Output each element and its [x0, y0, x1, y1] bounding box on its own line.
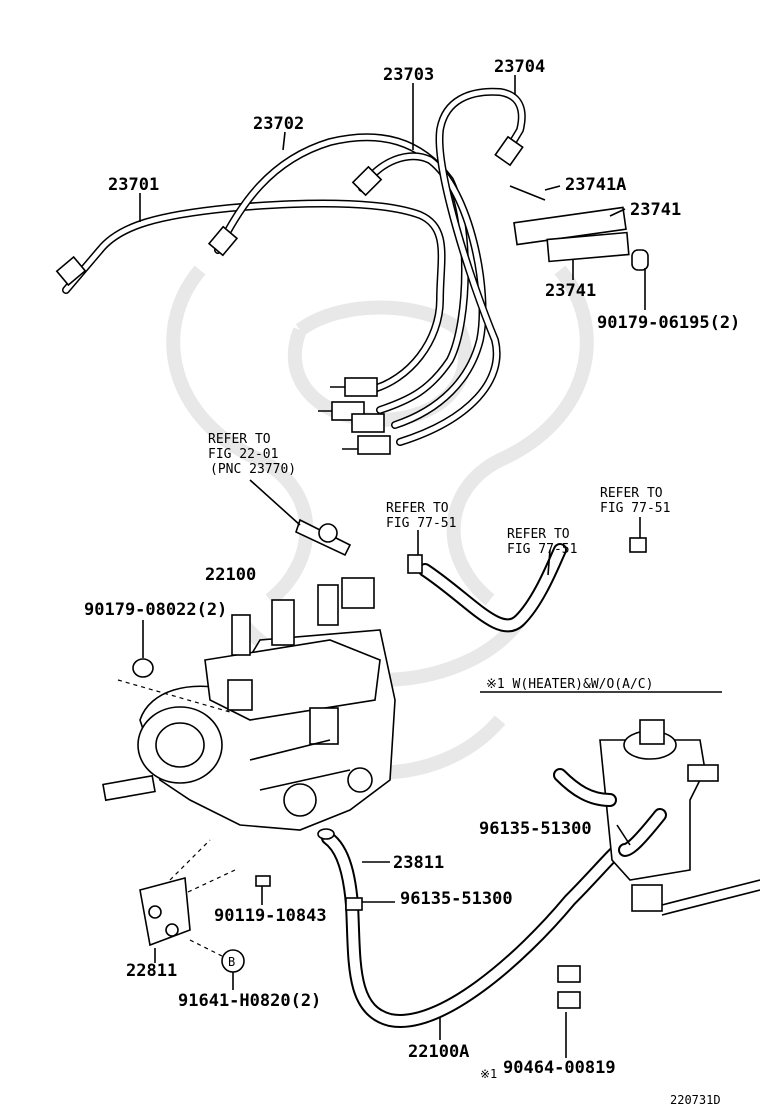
- label-23701: 23701: [108, 175, 159, 195]
- b-marker-label: B: [228, 955, 235, 969]
- label-90179-08022: 90179-08022(2): [84, 600, 227, 620]
- injection-pipes: [55, 87, 526, 455]
- ref3-line2: FIG 77-51: [507, 542, 577, 557]
- label-23702: 23702: [253, 114, 304, 134]
- figure-id: 220731D: [670, 1093, 721, 1107]
- ref4-line1: REFER TO: [600, 486, 663, 501]
- label-90179-06195: 90179-06195(2): [597, 313, 740, 333]
- ref2-line1: REFER TO: [386, 501, 449, 516]
- hose-clip-right: [629, 537, 647, 553]
- fuel-heater-assembly: [553, 719, 760, 916]
- label-96135-51300-b: 96135-51300: [400, 889, 513, 909]
- ref1-line2: FIG 22-01: [208, 447, 278, 462]
- ref1-line1: REFER TO: [208, 432, 271, 447]
- heater-hose: [317, 828, 632, 1040]
- label-23741-top: 23741: [630, 200, 681, 220]
- injection-pump: [102, 518, 396, 831]
- nut-90179-08022: [117, 620, 231, 713]
- hose-clip-left: [407, 554, 423, 574]
- label-23703: 23703: [383, 65, 434, 85]
- label-22811: 22811: [126, 961, 177, 981]
- label-23741a: 23741A: [565, 175, 626, 195]
- label-23811: 23811: [393, 853, 444, 873]
- label-22100a: 22100A: [408, 1042, 469, 1062]
- ref-mark: ※1: [480, 1067, 497, 1081]
- label-90464-00819: 90464-00819: [503, 1058, 616, 1078]
- ref4-line2: FIG 77-51: [600, 501, 670, 516]
- label-22100: 22100: [205, 565, 256, 585]
- ref2-line2: FIG 77-51: [386, 516, 456, 531]
- condition-note: ※1 W(HEATER)&W/O(A/C): [486, 677, 653, 692]
- label-23704: 23704: [494, 57, 545, 77]
- ref1-line3: (PNC 23770): [210, 462, 296, 477]
- label-90119-10843: 90119-10843: [214, 906, 327, 926]
- fuel-hoses: [407, 537, 647, 633]
- label-23741-bottom: 23741: [545, 281, 596, 301]
- part-labels: 23701 23702 23703 23704 23741A 23741 237…: [84, 57, 740, 1078]
- bracket-22811: [139, 839, 271, 963]
- label-91641-h0820: 91641-H0820(2): [178, 991, 321, 1011]
- leader-ref-22-01: [249, 479, 301, 526]
- clamp-90464-00819: [557, 965, 581, 1058]
- reference-notes: REFER TO FIG 22-01 (PNC 23770) REFER TO …: [208, 432, 721, 1107]
- pipe-clamps: [509, 185, 649, 271]
- label-96135-51300-a: 96135-51300: [479, 819, 592, 839]
- leader-lines: [139, 75, 722, 693]
- ref3-line1: REFER TO: [507, 527, 570, 542]
